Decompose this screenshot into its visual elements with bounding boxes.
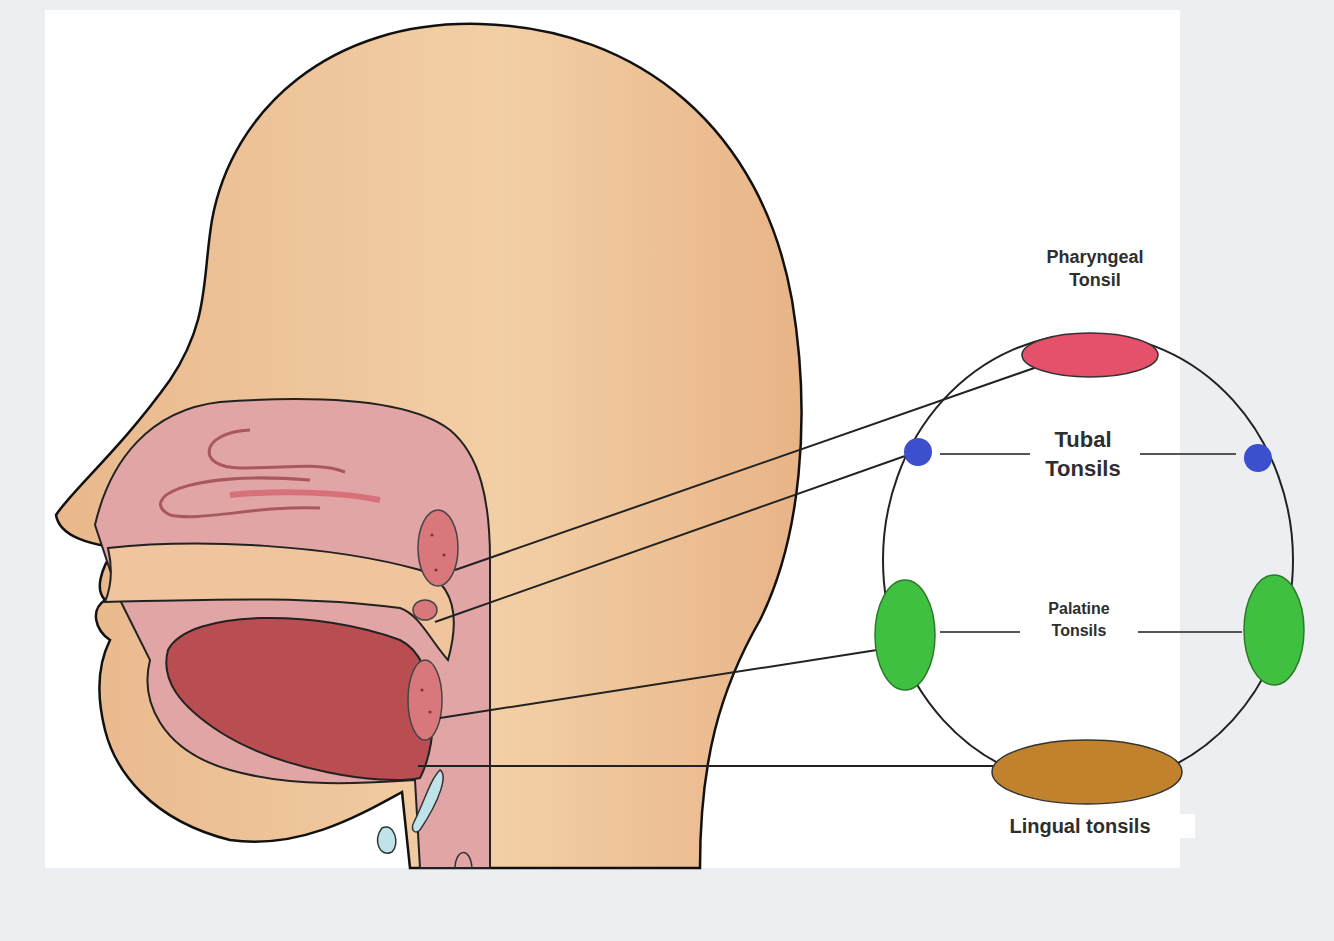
palatine-tonsil-small (408, 660, 442, 740)
hyoid (377, 827, 395, 853)
white-ground (45, 10, 1180, 868)
tubal-tonsil-mark (904, 438, 932, 466)
tonsil-label: Tubal Tonsils (1037, 426, 1129, 483)
tonsil-label: Pharyngeal Tonsil (1030, 246, 1160, 291)
tonsil-label: Palatine Tonsils (1029, 598, 1129, 643)
pharyngeal-tonsil-mark (1022, 333, 1158, 377)
palatine-tonsil-mark (875, 580, 935, 690)
tonsil-label: Lingual tonsils (965, 814, 1195, 838)
nasal-turbinate (230, 492, 380, 500)
tongue (166, 618, 433, 780)
tubal-tonsil-mark (1244, 444, 1272, 472)
nasal-turbinate (209, 430, 345, 472)
epiglottis (413, 770, 444, 832)
lingual-tonsil-mark (992, 740, 1182, 804)
head-silhouette (56, 24, 802, 868)
airway-cavity (95, 399, 490, 868)
waldeyer-ring (883, 334, 1293, 786)
palatine-tonsil-mark (1244, 575, 1304, 685)
nasal-turbinate (161, 478, 320, 517)
larynx (455, 853, 472, 868)
tubal-tonsil-small (413, 600, 437, 620)
leader-lines (418, 366, 1040, 766)
pharyngeal-tonsil-small (418, 510, 458, 586)
